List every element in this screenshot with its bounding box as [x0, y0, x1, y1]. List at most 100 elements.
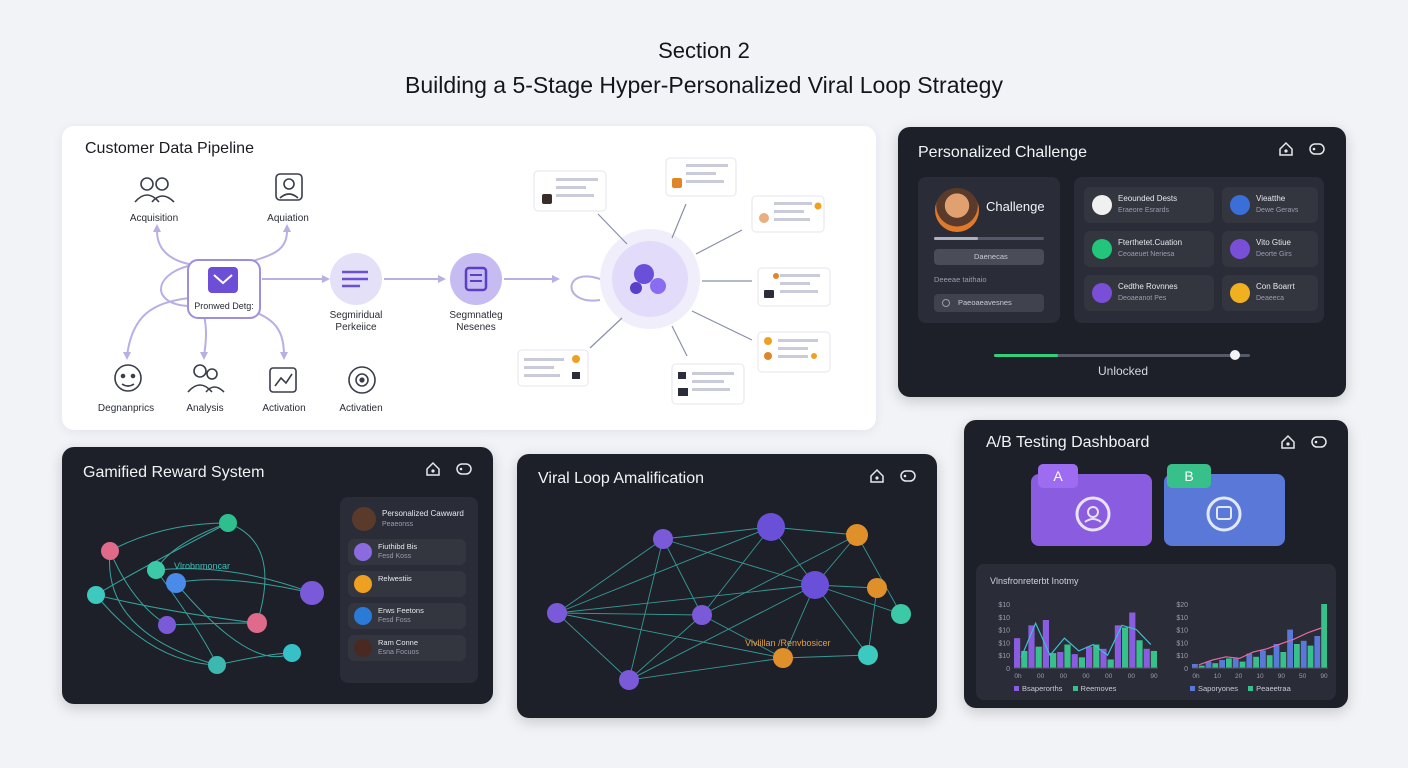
challenge-profile-label: Challenge: [986, 199, 1045, 214]
chart-trend-line: [1198, 627, 1322, 666]
network-node: [300, 581, 324, 605]
challenge-progress-track[interactable]: [994, 350, 1250, 360]
chart-bar: [1314, 636, 1321, 668]
home-icon[interactable]: [425, 461, 441, 477]
chart-bar: [1212, 663, 1219, 668]
viral-node: [867, 578, 887, 598]
legend-a: Bsaperorths Reemoves: [1014, 684, 1116, 693]
refresh-icon[interactable]: [899, 468, 916, 484]
reward-item-title: Fiuthibd Bis: [378, 542, 418, 551]
label-center-data: Pronwed Detg:: [194, 301, 254, 311]
refresh-icon[interactable]: [1310, 434, 1327, 450]
chart-bar: [1273, 644, 1280, 668]
viral-node: [801, 571, 829, 599]
refresh-icon[interactable]: [455, 461, 472, 477]
network-node: [247, 613, 267, 633]
challenge-item-subtitle: Ceoaeuet Neriesa: [1118, 251, 1175, 258]
reward-network: [87, 514, 324, 674]
challenge-pill-2[interactable]: Paeoaeavesnes: [934, 294, 1044, 312]
chart-bar: [1246, 653, 1253, 668]
refresh-icon[interactable]: [1308, 141, 1325, 157]
target-icon: [348, 366, 376, 394]
legend-a1-swatch: [1014, 686, 1019, 691]
envelope-icon: [208, 267, 238, 293]
chart-bar: [1028, 625, 1035, 668]
chart-bar: [1050, 653, 1057, 668]
reward-item-title: Ram Conne: [378, 638, 419, 647]
reward-item-title: Erws Feetons: [378, 606, 424, 615]
label-activation-1: Activation: [262, 403, 306, 414]
puzzle-icon: [1230, 195, 1250, 215]
challenge-item-subtitle: Deaeeca: [1256, 295, 1285, 302]
gem-icon: [1092, 239, 1112, 259]
y-tick-label: $20: [1176, 602, 1188, 609]
y-tick-label: $10: [1176, 640, 1188, 647]
chart-bar: [1136, 640, 1143, 668]
avatar: [352, 507, 376, 531]
challenge-line: Deeeae taithaio: [934, 275, 987, 284]
challenge-item-subtitle: Deorte Girs: [1256, 251, 1292, 258]
chart-bar: [1100, 648, 1107, 668]
chart-bar: [1071, 654, 1078, 668]
face-icon: [114, 364, 142, 392]
viral-node: [858, 645, 878, 665]
chart-bar: [1307, 645, 1314, 668]
chart-bar: [1107, 659, 1114, 668]
chart-bar: [1280, 652, 1287, 668]
variant-a-tab[interactable]: A: [1038, 464, 1078, 488]
reward-item-subtitle: Peaeonss: [382, 521, 414, 528]
network-node: [87, 586, 105, 604]
viral-title: Viral Loop Amalification: [538, 470, 705, 487]
home-icon[interactable]: [1280, 434, 1296, 450]
analysis-users-icon: [187, 364, 225, 393]
ab-chart-title: Vlnsfronreterbt Inotmy: [990, 576, 1079, 586]
challenge-avatar: [935, 188, 979, 232]
challenge-item-title: Fterthetet.Cuation: [1118, 238, 1183, 247]
viral-node: [547, 603, 567, 623]
legend-b: Saporyones Peaeetraa: [1190, 684, 1291, 693]
challenge-item-title: Cedthe Rovnnes: [1118, 282, 1178, 291]
variant-b-tab[interactable]: B: [1167, 464, 1211, 488]
legend-b2-swatch: [1248, 686, 1254, 691]
challenge-pill-1[interactable]: Daenecas: [934, 249, 1044, 265]
x-tick-label: 90: [1320, 673, 1328, 680]
challenge-bar-fill: [934, 237, 978, 240]
x-tick-label: 50: [1299, 673, 1307, 680]
home-icon[interactable]: [1278, 141, 1294, 157]
page-header: Section 2 Building a 5-Stage Hyper-Perso…: [0, 38, 1408, 99]
chart-bar: [1239, 661, 1246, 668]
y-tick-label: $10: [1176, 653, 1188, 660]
home-icon[interactable]: [869, 468, 885, 484]
customer-data-pipeline-panel: Customer Data Pipeline: [62, 126, 876, 430]
chart-bar: [1122, 627, 1129, 668]
chart-bar: [1114, 625, 1121, 668]
challenge-progress-knob[interactable]: [1230, 350, 1240, 360]
challenge-bar-track: [934, 237, 1044, 240]
legend-a2-swatch: [1072, 686, 1078, 691]
x-tick-label: 00: [1037, 673, 1045, 680]
legend-b1-swatch: [1190, 686, 1195, 691]
label-segment-1b: Perkeiice: [335, 322, 377, 333]
chart-bar: [1143, 648, 1150, 668]
label-analysis: Analysis: [186, 403, 224, 414]
challenge-item-title: Eeounded Dests: [1118, 194, 1178, 203]
network-node: [283, 644, 301, 662]
chart-bar: [1057, 652, 1064, 668]
challenge-item-subtitle: Eraeore Esrards: [1118, 207, 1169, 214]
reward-item[interactable]: Relwestiis: [348, 571, 466, 597]
challenge-item-title: Con Boarrt: [1256, 282, 1295, 291]
x-tick-label: 00: [1060, 673, 1068, 680]
x-tick-label: 00: [1128, 673, 1136, 680]
reward-item-subtitle: Esna Focuos: [378, 649, 419, 656]
